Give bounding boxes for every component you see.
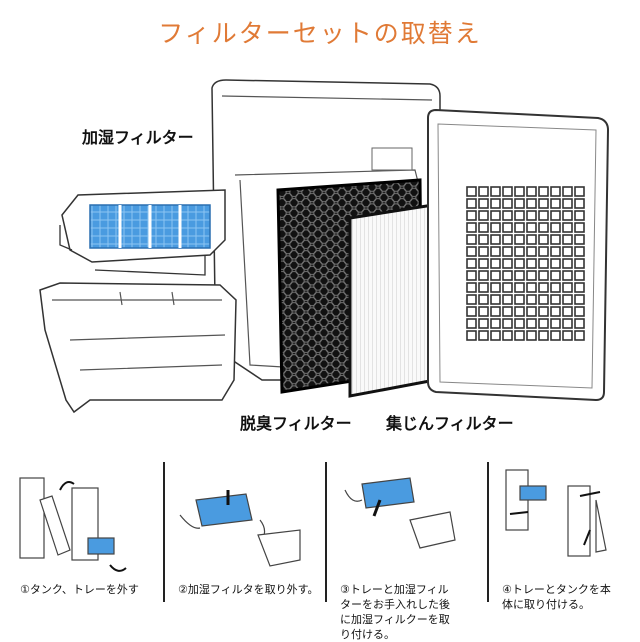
step-1-caption: ①タンク、トレーを外す (20, 583, 139, 596)
dust-filter (348, 203, 437, 398)
step-divider (487, 462, 489, 602)
front-panel (427, 108, 610, 402)
deodorizing-filter-label: 脱臭フィルター (240, 414, 352, 433)
step4-illustration (505, 469, 607, 557)
humidifying-filter-tray (59, 189, 226, 276)
step-2-caption: ②加湿フィルタを取り外す。 (178, 583, 319, 596)
step1-illustration (19, 477, 127, 572)
humidifying-filter-label: 加湿フィルター (82, 128, 194, 147)
dust-filter-label: 集じんフィルター (386, 414, 514, 433)
step-divider (163, 462, 165, 602)
page-title: フィルターセットの取替え (158, 19, 482, 48)
step-divider (325, 462, 327, 602)
step3-illustration (344, 477, 456, 549)
water-tank (39, 282, 237, 414)
step2-illustration (179, 490, 301, 567)
step-4-caption: ④トレーとタンクを本体に取り付ける。 (502, 583, 611, 611)
step-3-caption: ③トレーと加湿フィルターをお手入れした後に加湿フィルクーを取り付ける。 (340, 583, 450, 641)
